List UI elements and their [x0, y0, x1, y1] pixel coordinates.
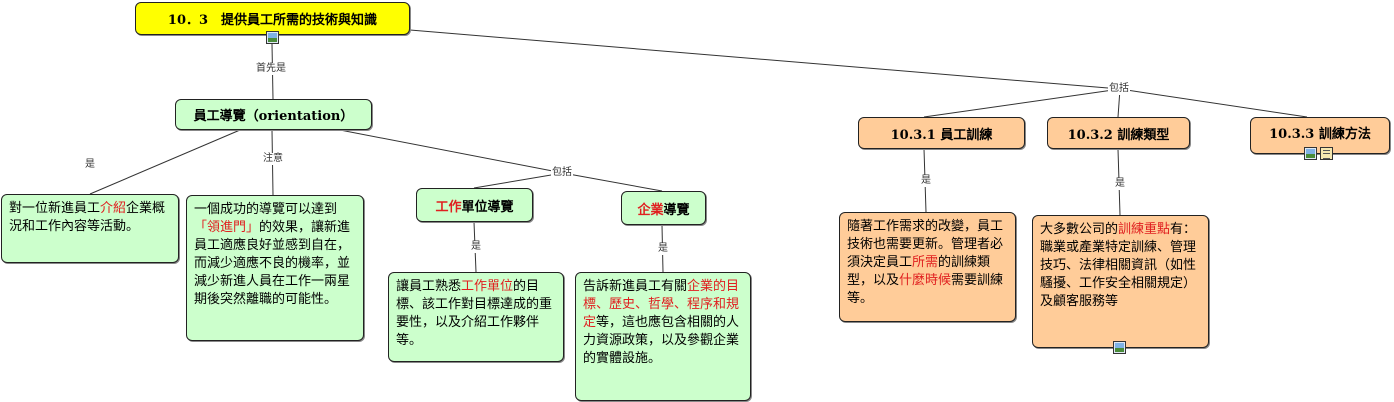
- text-segment: 單位導覽: [461, 199, 514, 215]
- training-types-description-text: 大多數公司的訓練重點有：職業或產業特定訓練、管理技巧、法律相關資訊（如性騷擾、工…: [1040, 222, 1196, 309]
- text-segment: 一個成功的導覽可以達到: [194, 202, 338, 217]
- text-segment: 的訓練類型，以及: [847, 255, 991, 288]
- enterprise-description[interactable]: 告訴新進員工有關企業的目標、歷史、哲學、程序和規定等，這也應包含相關的人力資源政…: [575, 272, 751, 401]
- orientation-label: 員工導覽（orientation）: [193, 109, 354, 124]
- enterprise-label: 企業導覽: [637, 199, 689, 218]
- work-unit-description-text: 讓員工熟悉工作單位的目標、該工作對目標達成的重要性，以及介紹工作夥伴等。: [396, 279, 552, 348]
- orientation-definition[interactable]: 對一位新進員工介紹企業概況和工作內容等活動。: [1, 194, 179, 263]
- link-label-is: 是: [470, 241, 482, 253]
- link-label-is: 是: [657, 243, 669, 255]
- enterprise-description-text: 告訴新進員工有關企業的目標、歷史、哲學、程序和規定等，這也應包含相關的人力資源政…: [583, 279, 739, 366]
- work-unit-description[interactable]: 讓員工熟悉工作單位的目標、該工作對目標達成的重要性，以及介紹工作夥伴等。: [388, 272, 564, 362]
- highlighted-text: 介紹: [100, 201, 127, 216]
- text-segment: 對一位新進員工: [9, 201, 101, 216]
- enterprise-orientation-concept[interactable]: 企業導覽: [621, 191, 706, 225]
- link-label-is: 是: [920, 175, 932, 187]
- orientation-note[interactable]: 一個成功的導覽可以達到「領進門」的效果，讓新進員工適應良好並感到自在，而減少適應…: [186, 195, 364, 341]
- highlighted-text: 企業的目標、歷史、哲學、程序和規定: [583, 279, 740, 330]
- section-training-types[interactable]: 10.3.2 訓練類型: [1047, 117, 1190, 149]
- link-label-is: 是: [1114, 178, 1126, 190]
- link-label-includes-top: 包括: [1108, 83, 1130, 95]
- link-label-includes-mid: 包括: [551, 167, 573, 179]
- link-label-is: 是: [84, 159, 96, 171]
- orientation-definition-text: 對一位新進員工介紹企業概況和工作內容等活動。: [9, 201, 165, 234]
- section-employee-training[interactable]: 10.3.1 員工訓練: [858, 117, 1025, 149]
- training-types-description[interactable]: 大多數公司的訓練重點有：職業或產業特定訓練、管理技巧、法律相關資訊（如性騷擾、工…: [1032, 215, 1209, 348]
- employee-training-description-text: 隨著工作需求的改變，員工技術也需要更新。管理者必須決定員工所需的訓練類型，以及什…: [847, 219, 1003, 306]
- link-label-note: 注意: [262, 153, 284, 165]
- highlighted-text: 所需: [912, 255, 939, 270]
- work-unit-orientation-concept[interactable]: 工作單位導覽: [416, 188, 533, 222]
- link-label-first: 首先是: [255, 63, 287, 75]
- highlighted-text: 訓練重點: [1118, 222, 1171, 237]
- text-segment: 等，這也應包含相關的人力資源政策，以及參觀企業的實體設施。: [583, 315, 740, 366]
- text-segment: 企業概況和工作內容等活動。: [9, 201, 166, 234]
- image-icon[interactable]: [1113, 341, 1126, 354]
- orientation-concept[interactable]: 員工導覽（orientation）: [175, 99, 372, 130]
- highlighted-text: 工作單位: [461, 279, 514, 294]
- image-icon[interactable]: [1304, 147, 1317, 160]
- orientation-note-text: 一個成功的導覽可以達到「領進門」的效果，讓新進員工適應良好並感到自在，而減少適應…: [194, 202, 350, 307]
- text-segment: 的目標、該工作對目標達成的重要性，以及介紹工作夥伴等。: [396, 279, 553, 348]
- highlighted-text: 「領進門」: [194, 220, 260, 235]
- root-concept-label: 10．3 提供員工所需的技術與知識: [167, 13, 378, 28]
- highlighted-text: 工作: [435, 199, 462, 215]
- highlighted-text: 企業: [637, 202, 664, 218]
- section-training-types-label: 10.3.2 訓練類型: [1067, 127, 1170, 143]
- text-segment: 隨著工作需求的改變，員工技術也需要更新。管理者必須決定員工: [847, 219, 1004, 270]
- section-training-methods-label: 10.3.3 訓練方法: [1269, 127, 1371, 142]
- text-segment: 大多數公司的: [1040, 222, 1119, 237]
- text-segment: 有：職業或產業特定訓練、管理技巧、法律相關資訊（如性騷擾、工作安全相關規定）及顧…: [1040, 222, 1197, 309]
- root-concept[interactable]: 10．3 提供員工所需的技術與知識: [135, 2, 410, 35]
- text-segment: 讓員工熟悉: [396, 279, 462, 294]
- section-employee-training-label: 10.3.1 員工訓練: [890, 127, 993, 143]
- text-segment: 導覽: [663, 202, 690, 218]
- text-segment: 的效果，讓新進員工適應良好並感到自在，而減少適應不良的機率，並減少新進人員在工作…: [194, 220, 351, 307]
- employee-training-description[interactable]: 隨著工作需求的改變，員工技術也需要更新。管理者必須決定員工所需的訓練類型，以及什…: [839, 212, 1016, 322]
- work-unit-label: 工作單位導覽: [435, 196, 513, 215]
- highlighted-text: 什麼時候: [899, 273, 952, 288]
- image-icon[interactable]: [266, 31, 279, 44]
- text-segment: 告訴新進員工有關: [583, 279, 688, 294]
- text-segment: 需要訓練等。: [847, 273, 1004, 306]
- attachment-icon[interactable]: [1320, 147, 1333, 160]
